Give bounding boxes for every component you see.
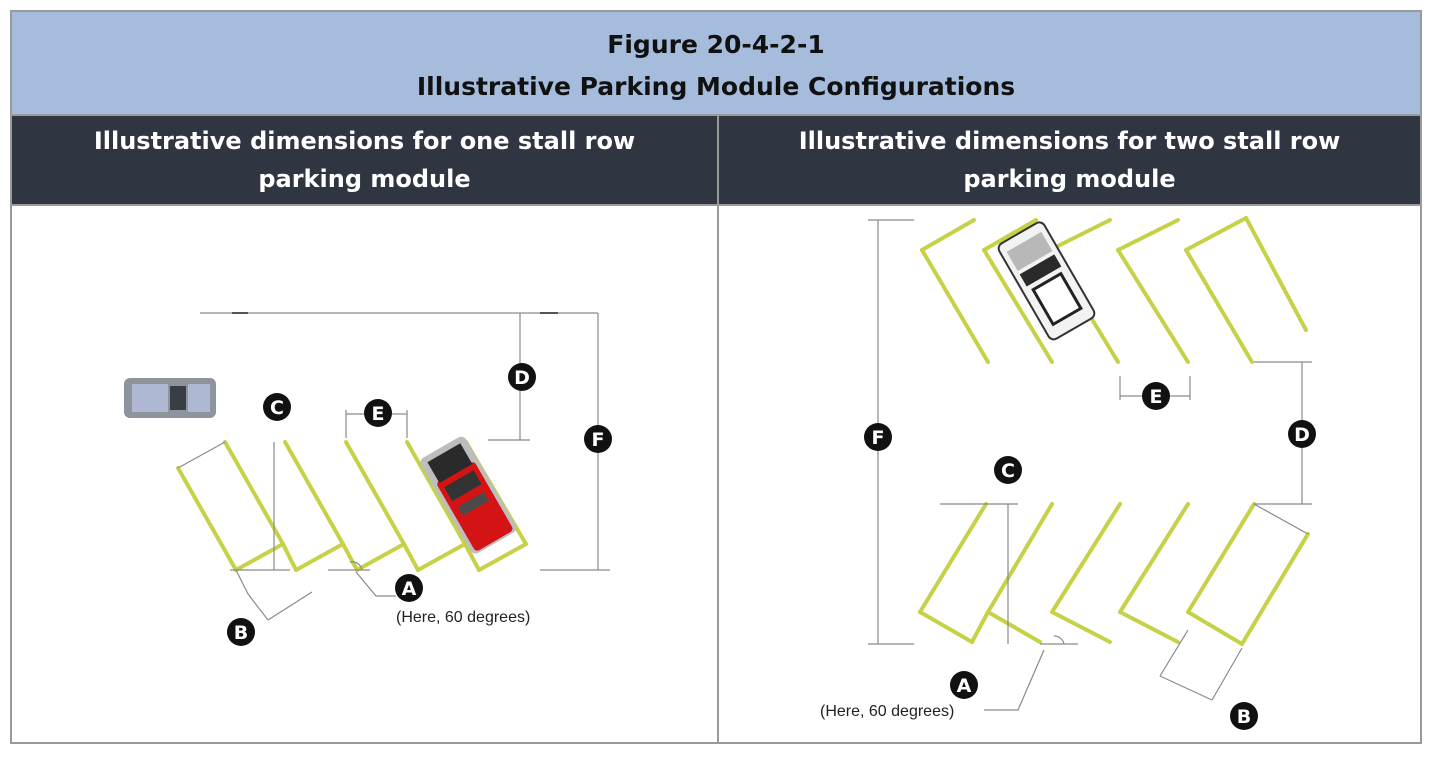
stall-line xyxy=(1184,248,1254,364)
svg-text:A: A xyxy=(957,675,972,697)
stall-end-line xyxy=(1118,610,1180,644)
figure-number: Figure 20-4-2-1 xyxy=(607,30,825,59)
stall-line xyxy=(1244,216,1308,332)
stall-end-line xyxy=(920,218,976,252)
svg-text:F: F xyxy=(872,427,885,449)
right-column-header: Illustrative dimensions for two stall ro… xyxy=(798,127,1341,193)
car-rear-window xyxy=(188,384,210,412)
stall-end-line xyxy=(1050,610,1112,644)
stall-end-line xyxy=(918,610,974,644)
left-angle-note: (Here, 60 degrees) xyxy=(396,609,530,626)
svg-text:E: E xyxy=(372,403,385,425)
stall-line xyxy=(1118,502,1190,614)
svg-text:C: C xyxy=(270,397,284,419)
right-marker-c: C xyxy=(994,456,1022,484)
stall-end-line xyxy=(1116,218,1180,252)
right-dim-b-line xyxy=(1159,629,1189,677)
svg-text:B: B xyxy=(234,622,248,644)
stall-line xyxy=(970,610,990,644)
right-dim-b-line xyxy=(1211,647,1243,701)
right-marker-d: D xyxy=(1288,420,1316,448)
figure-title: Illustrative Parking Module Configuratio… xyxy=(416,72,1016,101)
stall-guide-line xyxy=(177,441,226,469)
svg-text:E: E xyxy=(1150,386,1163,408)
left-column-header: Illustrative dimensions for one stall ro… xyxy=(93,127,636,193)
stall-end-line xyxy=(1186,610,1244,646)
stall-line xyxy=(176,466,238,572)
figure-title-band: Figure 20-4-2-1 Illustrative Parking Mod… xyxy=(12,12,1420,116)
stall-line xyxy=(344,440,406,546)
left-marker-d: D xyxy=(508,363,536,391)
stall-line xyxy=(402,542,420,572)
right-marker-b: B xyxy=(1230,702,1258,730)
svg-text:A: A xyxy=(402,578,417,600)
car-roof xyxy=(170,386,186,410)
stall-line xyxy=(341,542,359,572)
stall-end-line xyxy=(982,218,1038,252)
header-divider xyxy=(12,204,1420,206)
left-angle-arc xyxy=(349,561,363,571)
left-dim-b-line xyxy=(247,593,269,621)
stall-end-line xyxy=(294,542,345,572)
stall-line xyxy=(986,502,1054,614)
car-bed xyxy=(1031,271,1083,327)
left-marker-f: F xyxy=(584,425,612,453)
right-angle-leader xyxy=(984,649,1045,711)
car-bed-divider xyxy=(457,492,489,516)
stall-end-line xyxy=(477,542,528,572)
right-upper-stall-lines xyxy=(920,216,1308,364)
right-angle-arc xyxy=(1053,635,1065,645)
stall-end-line xyxy=(1048,218,1112,252)
car-roof xyxy=(1019,254,1062,287)
left-dim-b-line xyxy=(235,569,249,595)
stall-line xyxy=(463,542,481,572)
svg-text:C: C xyxy=(1001,460,1015,482)
svg-text:D: D xyxy=(514,367,530,389)
stall-line xyxy=(982,248,1054,364)
right-dim-b-line xyxy=(1159,675,1213,701)
stall-guide-line xyxy=(1253,503,1309,535)
stall-line xyxy=(283,440,345,546)
stall-line xyxy=(918,502,988,614)
right-marker-e: E xyxy=(1142,382,1170,410)
right-marker-f: F xyxy=(864,423,892,451)
column-divider xyxy=(717,116,719,742)
left-marker-e: E xyxy=(364,399,392,427)
stall-line xyxy=(920,248,990,364)
right-marker-a: A xyxy=(950,671,978,699)
svg-text:F: F xyxy=(592,429,605,451)
left-angle-leader xyxy=(355,571,396,597)
svg-text:D: D xyxy=(1294,424,1310,446)
left-marker-c: C xyxy=(263,393,291,421)
car-windshield xyxy=(132,384,168,412)
stall-line xyxy=(223,440,285,546)
left-dim-b-line xyxy=(267,591,313,621)
stall-end-line xyxy=(986,610,1042,644)
stall-end-line xyxy=(234,542,285,572)
right-white-car xyxy=(997,221,1096,341)
stall-line xyxy=(405,440,467,546)
right-angle-note: (Here, 60 degrees) xyxy=(820,703,954,720)
right-lower-stall-lines xyxy=(918,502,1310,646)
stall-line xyxy=(1240,532,1310,646)
left-marker-b: B xyxy=(227,618,255,646)
left-diagram: C E D F A B (Here, 60 degrees) xyxy=(124,312,612,646)
left-marker-a: A xyxy=(395,574,423,602)
car-cab-window xyxy=(427,443,473,484)
stall-line xyxy=(1116,248,1190,364)
car-windshield xyxy=(1006,231,1053,271)
stall-end-line xyxy=(1184,216,1248,252)
svg-text:B: B xyxy=(1237,706,1251,728)
stall-line xyxy=(281,542,298,572)
stall-line xyxy=(1050,502,1122,614)
stall-end-line xyxy=(355,542,406,572)
left-grey-car xyxy=(124,378,216,418)
right-diagram: F E D C A B (Here, 60 degrees) xyxy=(820,216,1316,730)
stall-line xyxy=(1186,502,1256,614)
car-roof xyxy=(444,470,482,502)
left-red-car xyxy=(420,436,517,554)
column-header-row: Illustrative dimensions for one stall ro… xyxy=(12,116,1420,204)
stall-end-line xyxy=(416,542,467,572)
